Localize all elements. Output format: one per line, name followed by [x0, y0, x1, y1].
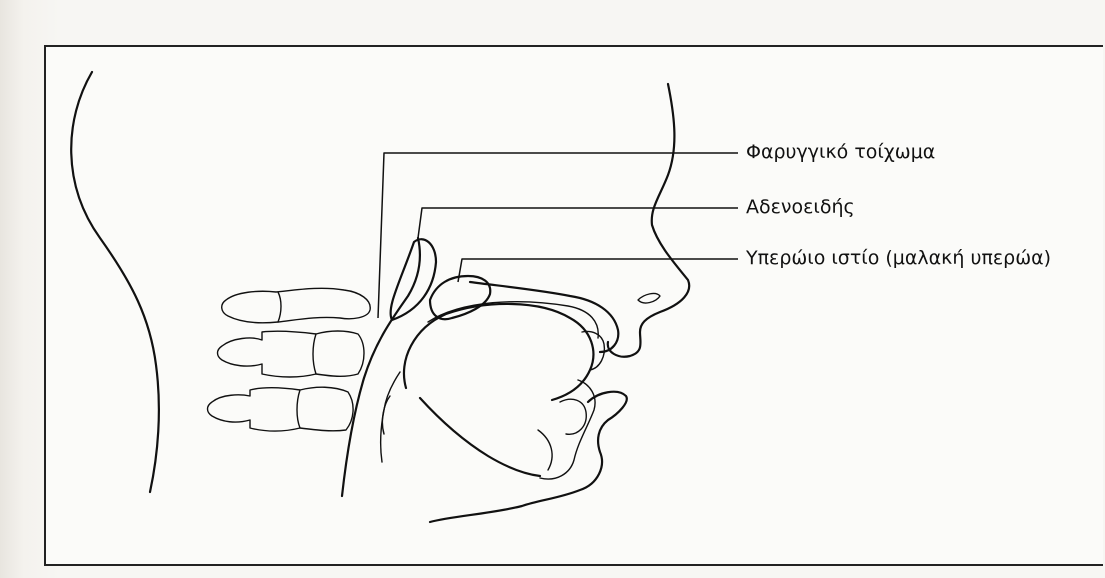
lower-teeth: [560, 399, 586, 434]
hard-palate-outline: [470, 282, 618, 352]
pharynx-front-line: [381, 372, 400, 462]
vertebra-upper: [222, 288, 370, 322]
leader-soft-palate: [458, 259, 738, 282]
tongue-shape: [404, 304, 593, 400]
back-of-head-outline: [71, 72, 159, 492]
label-pharyngeal-wall: Φαρυγγικό τοίχωμα: [746, 143, 935, 162]
floor-of-mouth: [420, 398, 540, 476]
adenoid-shape: [391, 239, 436, 320]
jaw-inner-line: [538, 430, 552, 470]
label-adenoids: Αδενοειδής: [746, 198, 855, 217]
lower-lip-chin: [430, 392, 627, 522]
label-soft-palate: Υπερώιο ιστίο (μαλακή υπερώα): [746, 249, 1051, 268]
nostril-shape: [638, 293, 660, 302]
vertebra-lower: [208, 387, 354, 431]
leader-adenoids: [418, 208, 738, 238]
vertebra-middle: [218, 331, 365, 377]
face-profile: [608, 84, 689, 357]
epiglottis-shape: [382, 396, 390, 434]
